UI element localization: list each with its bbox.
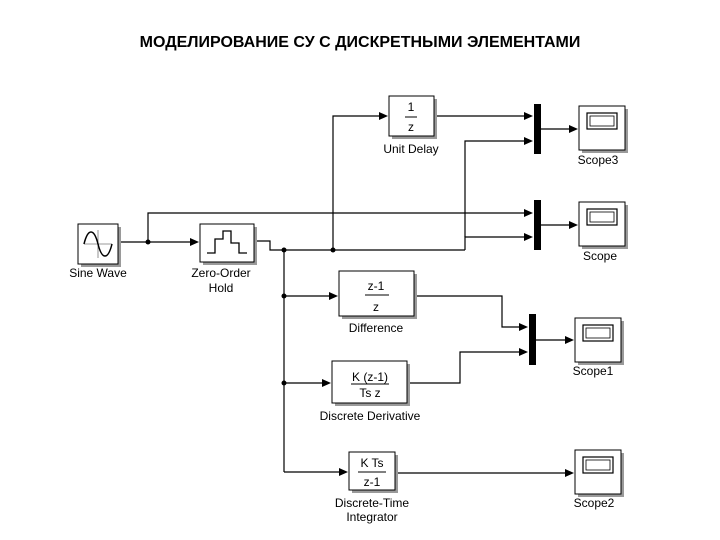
staircase-icon: [207, 230, 247, 254]
unit-delay-block[interactable]: [388, 95, 437, 139]
scope-label: Scope: [583, 249, 617, 263]
scope-icon: [574, 449, 625, 498]
scope2-block[interactable]: [574, 449, 625, 498]
page-title: МОДЕЛИРОВАНИЕ СУ С ДИСКРЕТНЫМИ ЭЛЕМЕНТАМ…: [140, 34, 581, 51]
unit-delay-denominator: z: [408, 120, 414, 134]
mux-scope1: [529, 314, 536, 365]
scope2-label: Scope2: [574, 496, 615, 510]
sine-wave-label: Sine Wave: [69, 266, 127, 280]
signal-wires: [119, 112, 578, 477]
scope-icon: [578, 201, 629, 250]
zero-order-hold-block[interactable]: [199, 223, 257, 265]
zoh-label-line1: Zero-Order: [191, 266, 250, 280]
unit-delay-label: Unit Delay: [383, 142, 438, 156]
integrator-numerator: K Ts: [360, 456, 383, 470]
scope-icon: [578, 105, 629, 154]
difference-block[interactable]: [338, 270, 417, 319]
derivative-denominator: Ts z: [359, 386, 380, 400]
integrator-label-line1: Discrete-Time: [335, 496, 410, 510]
discrete-integrator-block[interactable]: [348, 451, 398, 493]
scope3-label: Scope3: [578, 153, 619, 167]
scope-block[interactable]: [578, 201, 629, 250]
mux-scope: [534, 200, 541, 250]
derivative-label: Discrete Derivative: [320, 409, 421, 423]
unit-delay-numerator: 1: [408, 100, 415, 114]
scope1-label: Scope1: [573, 364, 614, 378]
integrator-denominator: z-1: [364, 475, 381, 489]
mux-scope3: [534, 104, 541, 154]
scope-icon: [574, 317, 625, 366]
sine-wave-block[interactable]: [77, 223, 121, 267]
zoh-label-line2: Hold: [209, 281, 234, 295]
difference-label: Difference: [349, 321, 404, 335]
scope3-block[interactable]: [578, 105, 629, 154]
difference-numerator: z-1: [368, 279, 385, 293]
difference-denominator: z: [373, 300, 379, 314]
sine-icon: [83, 231, 113, 257]
discrete-derivative-block[interactable]: [331, 360, 410, 406]
scope1-block[interactable]: [574, 317, 625, 366]
derivative-numerator: K (z-1): [352, 370, 388, 384]
integrator-label-line2: Integrator: [346, 510, 397, 524]
